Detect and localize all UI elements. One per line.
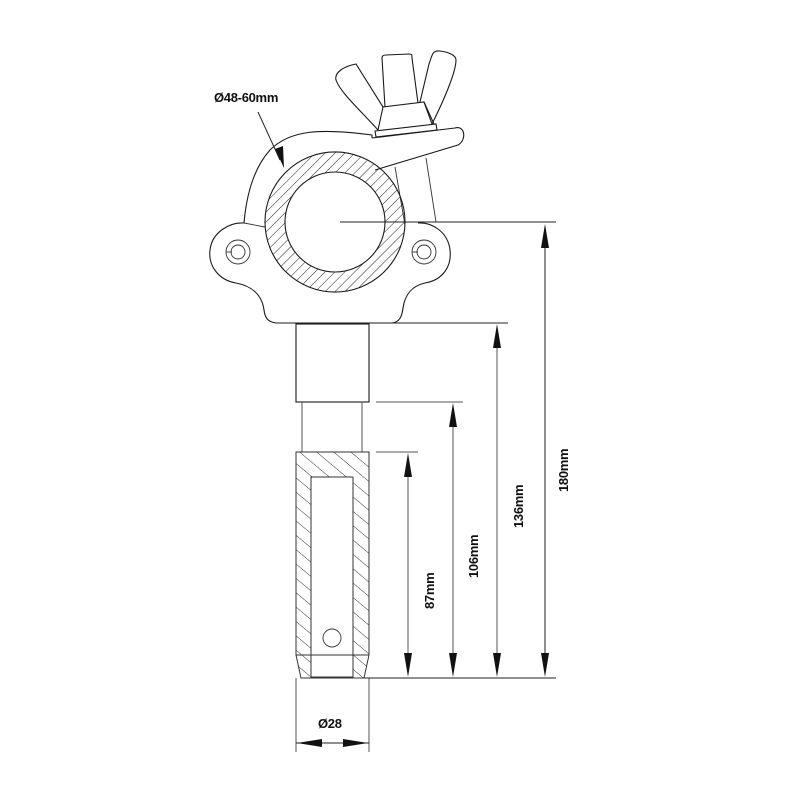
- lobe-joint-left: [243, 222, 266, 228]
- spigot-pin-hole: [322, 628, 342, 648]
- arrow-up-icon: [449, 403, 457, 427]
- spigot-bore: [310, 476, 354, 679]
- label-dim-106: 106mm: [466, 535, 481, 578]
- clamp-jaw-upper: [243, 130, 373, 224]
- dimension-labels: Ø48-60mm Ø28 87mm 106mm 136mm 180mm: [214, 90, 571, 731]
- wing-nut: [335, 50, 457, 138]
- spigot: [295, 323, 370, 752]
- leader-tube-dia: [257, 111, 281, 161]
- arrow-up-icon: [404, 453, 412, 477]
- label-spigot-diameter: Ø28: [318, 716, 342, 731]
- spigot-body-hatched: [295, 451, 370, 679]
- arrow-up-icon: [541, 224, 549, 248]
- clamp-lower-body: [209, 222, 451, 324]
- arrow-down-icon: [541, 653, 549, 677]
- bolt-line-right: [425, 157, 437, 223]
- wing-nut-right-wing: [419, 50, 457, 126]
- label-dim-136: 136mm: [511, 485, 526, 528]
- spigot-collar: [295, 323, 370, 403]
- label-tube-diameter: Ø48-60mm: [214, 90, 278, 105]
- clamp-hook-arm: [371, 127, 465, 171]
- lobe-hole-right: [411, 239, 437, 265]
- label-dim-180: 180mm: [556, 449, 571, 492]
- lobe-hole-left: [225, 239, 251, 265]
- wing-nut-body: [377, 101, 435, 131]
- arrow-down-icon: [493, 653, 501, 677]
- clamp-body: [209, 127, 465, 324]
- arrow-right-icon: [343, 739, 368, 747]
- arrow-leader-icon: [275, 146, 284, 168]
- arrow-left-icon: [297, 739, 322, 747]
- arrow-up-icon: [493, 324, 501, 348]
- label-dim-87: 87mm: [422, 573, 437, 609]
- dimension-lines: [257, 111, 556, 747]
- arrow-down-icon: [449, 653, 457, 677]
- wing-nut-left-wing: [335, 63, 384, 131]
- wing-nut-washer: [374, 123, 438, 138]
- wing-nut-center-wing: [381, 53, 419, 108]
- arrow-down-icon: [404, 653, 412, 677]
